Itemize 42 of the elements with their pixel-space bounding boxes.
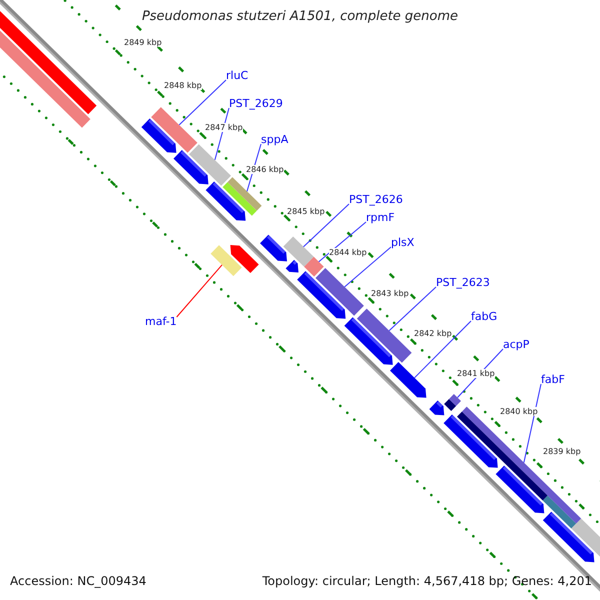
gene-label: rluC <box>226 69 248 82</box>
position-label: 2842 kbp <box>414 329 452 338</box>
genome-summary-note: Topology: circular; Length: 4,567,418 bp; Genes: 4,201 <box>262 574 592 588</box>
gene-label: PST_2629 <box>229 97 283 110</box>
position-label: 2841 kbp <box>457 369 495 378</box>
position-label: 2844 kbp <box>329 248 367 257</box>
gene-label: maf-1 <box>145 315 177 328</box>
leader-line <box>318 222 366 262</box>
gene-bar <box>304 256 324 277</box>
leader-line <box>176 264 222 318</box>
title: Pseudomonas stutzeri A1501, complete genome <box>140 9 460 24</box>
gene-bar <box>151 107 198 153</box>
leader-line <box>414 320 472 378</box>
gene-bar <box>210 245 242 276</box>
gene-bar <box>449 394 461 406</box>
position-label: 2839 kbp <box>543 447 581 456</box>
gene-bar <box>189 144 231 186</box>
gene-label: fabF <box>541 373 565 386</box>
leader-line <box>523 384 542 463</box>
gene-bar <box>316 268 364 316</box>
position-label: 2849 kbp <box>124 38 162 47</box>
position-label: 2843 kbp <box>371 289 409 298</box>
accession-note: Accession: NC_009434 <box>10 574 146 588</box>
position-label: 2846 kbp <box>246 165 284 174</box>
leader-line <box>344 246 392 288</box>
position-label: 2840 kbp <box>500 407 538 416</box>
gene-bar <box>356 308 412 363</box>
coding-region <box>390 362 426 398</box>
gene-label: acpP <box>503 338 530 351</box>
gene-label: PST_2626 <box>349 193 403 206</box>
gene-label: plsX <box>391 236 414 249</box>
gene-label: fabG <box>471 310 498 323</box>
gene-bar <box>462 406 582 524</box>
position-label: 2848 kbp <box>164 81 202 90</box>
position-label: 2845 kbp <box>287 207 325 216</box>
gene-label: sppA <box>261 133 288 146</box>
leader-line <box>303 204 350 248</box>
gene-bar <box>228 177 262 211</box>
gene-label: PST_2623 <box>436 276 490 289</box>
gene-bar <box>283 236 314 267</box>
gene-label: rpmF <box>366 211 395 224</box>
position-label: 2847 kbp <box>205 123 243 132</box>
